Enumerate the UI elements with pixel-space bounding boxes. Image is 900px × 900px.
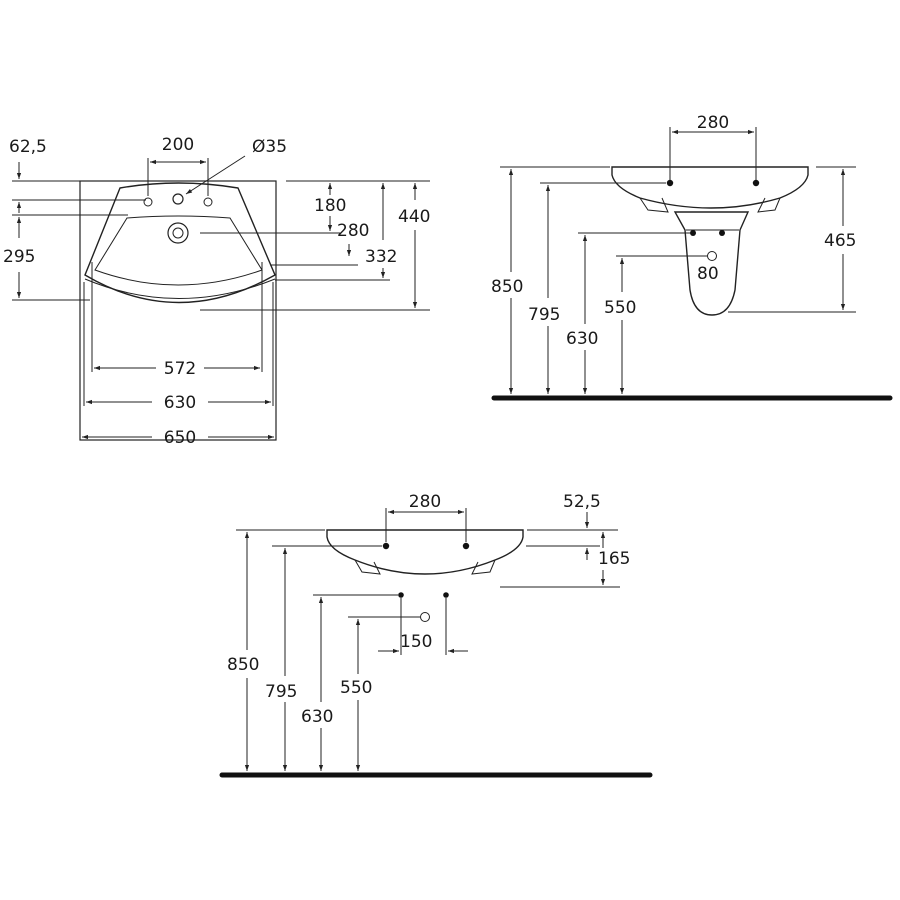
basin-underside-left — [639, 197, 669, 213]
label-440: 440 — [398, 207, 430, 227]
bolt-mark-wall-right — [443, 592, 449, 598]
tap-hole-left — [143, 197, 153, 207]
basin-underside-right — [757, 197, 781, 213]
pedestal-view: 280 465 850 795 630 550 80 — [491, 113, 893, 401]
label-52: 52,5 — [563, 492, 601, 512]
label-diameter: Ø35 — [252, 137, 287, 157]
drain-inner — [172, 227, 184, 239]
label-630: 630 — [164, 393, 196, 413]
wall-view: 280 52,5 165 850 795 630 550 150 — [219, 492, 653, 778]
tap-mark-wall-left — [382, 542, 390, 550]
basin-underside-wall-right — [471, 559, 496, 575]
label-572: 572 — [164, 359, 196, 379]
label-180: 180 — [314, 196, 346, 216]
basin-bowl-top — [94, 215, 263, 286]
basin-rim-line — [84, 278, 276, 299]
label-280: 280 — [337, 221, 369, 241]
label-80: 80 — [697, 264, 719, 284]
pedestal-column — [673, 211, 750, 316]
basin-underside-wall-left — [354, 559, 381, 575]
drain-outer — [167, 222, 189, 244]
label-550-pedestal: 550 — [604, 298, 636, 318]
label-280-pedestal: 280 — [697, 113, 729, 133]
label-795-pedestal: 795 — [528, 305, 560, 325]
basin-body-wall — [326, 529, 524, 575]
label-295: 295 — [3, 247, 35, 267]
label-630-pedestal: 630 — [566, 329, 598, 349]
top-view: 572 630 650 200 Ø35 62,5 295 1 — [3, 135, 430, 448]
label-850-wall: 850 — [227, 655, 259, 675]
basin-body-pedestal — [611, 166, 809, 209]
label-200: 200 — [162, 135, 194, 155]
label-630-wall: 630 — [301, 707, 333, 727]
tap-mark-right — [752, 179, 760, 187]
bolt-mark-wall-left — [398, 592, 404, 598]
bolt-mark-right — [719, 230, 725, 236]
label-165: 165 — [598, 549, 630, 569]
leader-diameter — [185, 155, 246, 195]
label-850-pedestal: 850 — [491, 277, 523, 297]
tap-hole-center — [172, 193, 184, 205]
tap-mark-wall-right — [462, 542, 470, 550]
label-280-wall: 280 — [409, 492, 441, 512]
label-650: 650 — [164, 428, 196, 448]
label-62: 62,5 — [9, 137, 47, 157]
tap-mark-left — [666, 179, 674, 187]
drain-mark-wall — [420, 612, 430, 622]
label-795-wall: 795 — [265, 682, 297, 702]
tap-hole-right — [203, 197, 213, 207]
bolt-mark-left — [690, 230, 696, 236]
label-550-wall: 550 — [340, 678, 372, 698]
label-332: 332 — [365, 247, 397, 267]
drain-mark-pedestal — [707, 251, 717, 261]
label-150: 150 — [400, 632, 432, 652]
label-465: 465 — [824, 231, 856, 251]
